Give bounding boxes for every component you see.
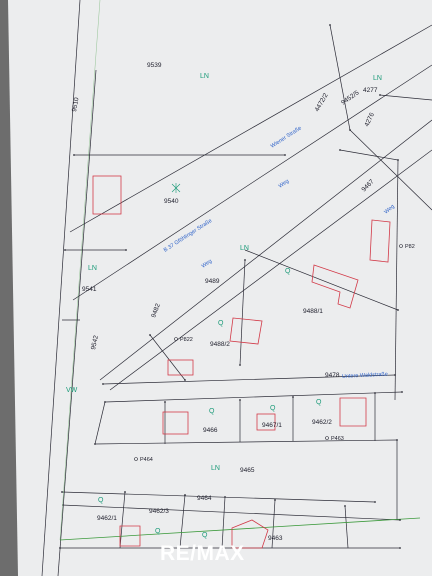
parcel-9463: 9463 bbox=[268, 535, 283, 542]
landuse-ln-bottom: LN bbox=[211, 465, 220, 472]
tree-symbol bbox=[171, 183, 181, 193]
parcel-9488-1: 9488/1 bbox=[303, 308, 323, 315]
street-weg-1: Weg bbox=[201, 258, 214, 269]
building-9467-1 bbox=[256, 413, 276, 431]
street-weg-2: Weg bbox=[278, 178, 291, 189]
survey-points: P82 P822 P463 P464 bbox=[134, 244, 415, 463]
parcel-9462-1: 9462/1 bbox=[97, 515, 117, 522]
parcel-9482: 9482 bbox=[150, 302, 162, 318]
remax-logo: RE/MAX bbox=[160, 542, 245, 565]
paper-sheet bbox=[8, 0, 432, 576]
parcel-9542: 9542 bbox=[90, 334, 100, 350]
parcel-9462-3: 9462/3 bbox=[149, 508, 169, 515]
point-p82: P82 bbox=[405, 244, 415, 250]
street-weg-3: Weg bbox=[383, 204, 395, 216]
landuse-q-9462-1: Q bbox=[98, 497, 104, 504]
landuse-q-9489: Q bbox=[285, 268, 291, 275]
building-9462-1 bbox=[119, 525, 141, 547]
buildings bbox=[92, 175, 391, 549]
landuse-vw: VW bbox=[66, 387, 78, 394]
parcel-boundaries bbox=[41, 0, 432, 576]
building-9463 bbox=[231, 519, 269, 549]
landuse-ln-top: LN bbox=[200, 73, 209, 80]
parcel-4277: 4277 bbox=[363, 87, 378, 94]
parcel-9464: 9464 bbox=[197, 495, 212, 502]
landuse-q-9466: Q bbox=[209, 408, 215, 415]
point-p464: P464 bbox=[140, 457, 153, 463]
building-9540 bbox=[92, 175, 122, 215]
landuse-q-9464: Q bbox=[202, 532, 208, 539]
street-untere-waldstrasse: Untere Waldstraße bbox=[342, 372, 388, 380]
table-edge bbox=[0, 0, 18, 576]
landuse-ln-middle: LN bbox=[240, 245, 249, 252]
building-right-top bbox=[369, 219, 391, 263]
green-axis-line bbox=[59, 0, 101, 541]
parcel-9510: 9510 bbox=[71, 97, 80, 113]
parcel-9489: 9489 bbox=[205, 278, 220, 285]
parcel-9462-2: 9462/2 bbox=[312, 419, 332, 426]
landuse-q-9462-2: Q bbox=[316, 399, 322, 406]
parcel-9467-1: 9467/1 bbox=[262, 422, 282, 429]
landuse-q-9467-1: Q bbox=[270, 405, 276, 412]
landuse-ln-right: LN bbox=[373, 75, 382, 82]
parcel-9541: 9541 bbox=[82, 286, 97, 293]
building-9489 bbox=[311, 264, 359, 309]
building-9488-2 bbox=[229, 317, 263, 345]
parcel-9466: 9466 bbox=[203, 427, 218, 434]
building-9462-2 bbox=[339, 397, 367, 427]
parcel-9478: 9478 bbox=[325, 372, 340, 379]
landuse-q-9462-3: Q bbox=[155, 528, 161, 535]
landuse-ln-left: LN bbox=[88, 265, 97, 272]
landuse-q-9488-2: Q bbox=[218, 320, 224, 327]
building-small-road bbox=[167, 359, 194, 376]
building-9466 bbox=[162, 411, 189, 435]
parcel-9539: 9539 bbox=[147, 62, 162, 69]
parcel-9540: 9540 bbox=[164, 198, 179, 205]
measurement-dots bbox=[59, 24, 403, 549]
parcel-9465: 9465 bbox=[240, 467, 255, 474]
point-p463: P463 bbox=[331, 436, 344, 442]
point-p822: P822 bbox=[180, 337, 193, 343]
parcel-9488-2: 9488/2 bbox=[210, 341, 230, 348]
